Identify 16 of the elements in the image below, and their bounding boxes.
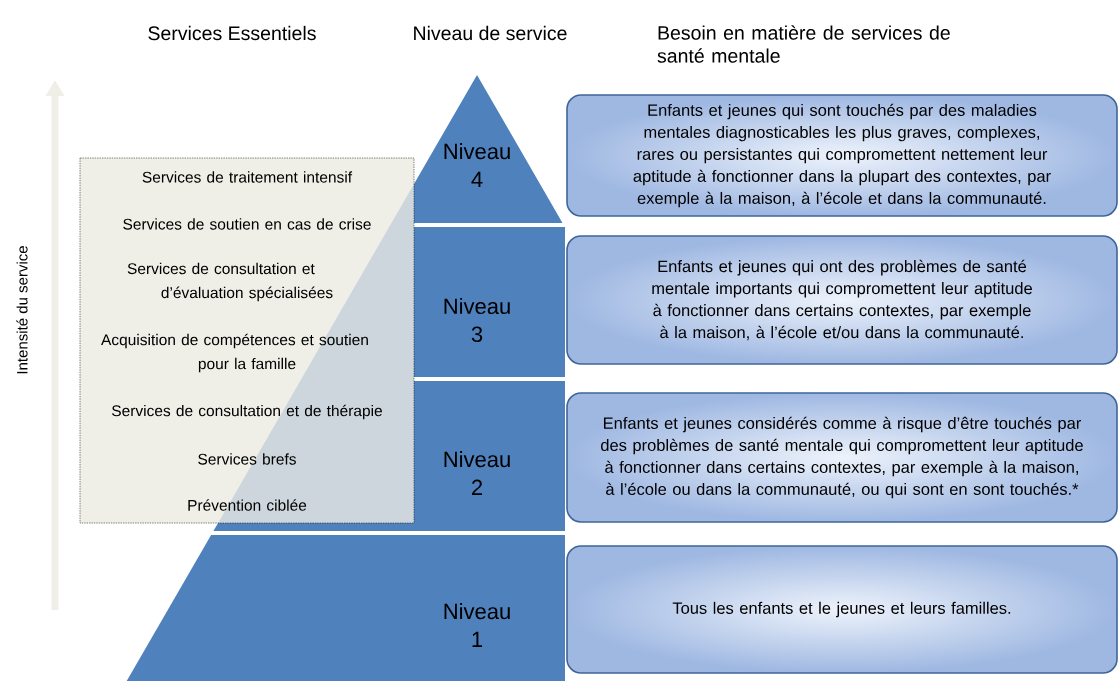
column-heading: Services Essentiels	[148, 25, 316, 41]
pyramid-level: Niveau 3	[414, 227, 565, 377]
service-item: Services de soutien en cas de crise	[123, 218, 371, 230]
description-box: Tous les enfants et le jeunes et leurs familles.	[566, 545, 1118, 674]
services-panel	[79, 157, 415, 524]
axis-label: Intensité du service	[16, 246, 28, 374]
column-heading: Niveau de service	[414, 25, 567, 41]
pyramid-level: Niveau 1	[126, 535, 565, 681]
description-box: Enfants et jeunes considérés comme à risque d’être touchés par des problèmes de santé mentale qui compromettent leur aptitude à fonctionner dans certains contextes, par exemple à la maison, à l’école ou dans la communauté, ou qui sont en sont touchés.*	[566, 392, 1118, 523]
description-box: Enfants et jeunes qui sont touchés par des maladies mentales diagnosticables les plus graves, complexes, rares ou persistantes qui compromettent nettement leur aptitude à fonctionner dans la plupart des contextes, par exemple à la maison, à l’école et dans la communauté.	[566, 94, 1118, 217]
service-item: Acquisition de compétences et soutien pour la famille	[101, 333, 368, 373]
pyramid-level: Niveau 4	[414, 75, 563, 223]
column-heading: Besoin en matière de services de santé mentale	[657, 25, 950, 63]
service-item: Services de consultation et d’évaluation spécialisées	[127, 262, 333, 302]
service-item: Services de traitement intensif	[142, 171, 353, 183]
description-box: Enfants et jeunes qui ont des problèmes de santé mentale importants qui compromettent leur aptitude à fonctionner dans certains contextes, par exemple à la maison, à l’école et/ou dans la communauté.	[566, 235, 1118, 365]
